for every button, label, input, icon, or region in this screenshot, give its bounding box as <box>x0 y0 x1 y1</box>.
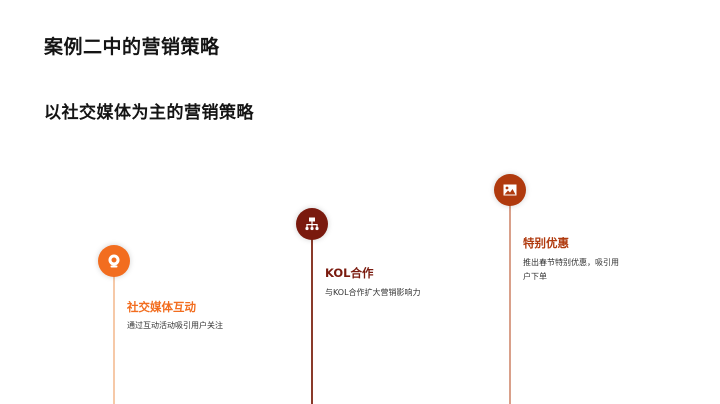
timeline-line <box>113 270 115 404</box>
sitemap-icon <box>305 217 319 231</box>
timeline-line <box>509 200 511 404</box>
step-title: KOL合作 <box>325 266 374 280</box>
step-node <box>494 174 526 206</box>
timeline-line <box>311 235 313 404</box>
step-node <box>98 245 130 277</box>
step-description: 与KOL合作扩大营销影响力 <box>325 288 421 297</box>
step-node <box>296 208 328 240</box>
step-description: 推出春节特别优惠，吸引用户下单 <box>523 258 619 281</box>
slide-subtitle: 以社交媒体为主的营销策略 <box>44 103 254 123</box>
step-title: 特别优惠 <box>523 236 569 250</box>
slide-title: 案例二中的营销策略 <box>44 36 220 58</box>
step-description: 通过互动活动吸引用户关注 <box>127 321 223 330</box>
webcam-icon <box>108 254 120 268</box>
step-title: 社交媒体互动 <box>127 300 196 314</box>
image-icon <box>503 184 517 196</box>
